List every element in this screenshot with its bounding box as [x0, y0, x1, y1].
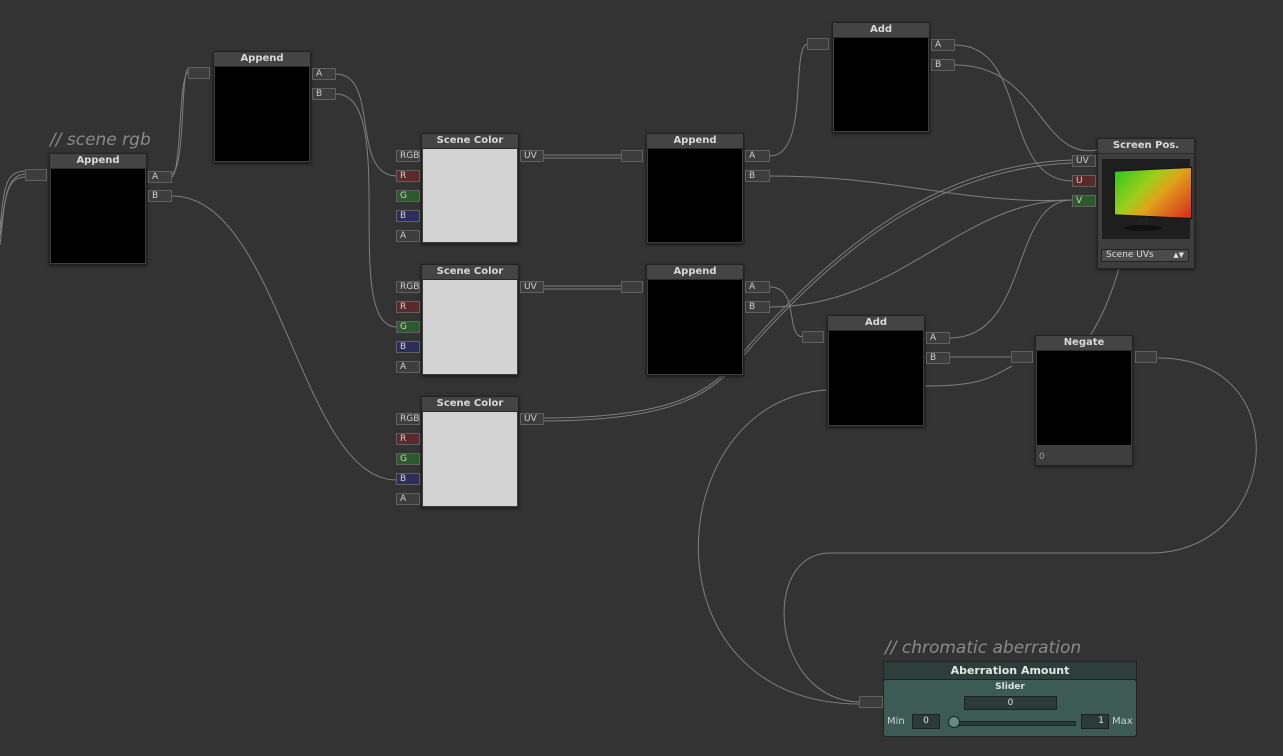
- negate-node[interactable]: Negate 0: [1035, 335, 1133, 466]
- min-field[interactable]: 0: [912, 714, 940, 729]
- slider-output-port[interactable]: [859, 696, 883, 708]
- node-preview: [648, 280, 742, 374]
- output-port-b[interactable]: B: [931, 59, 955, 71]
- node-title: Negate: [1036, 336, 1132, 351]
- node-title: Scene Color: [422, 134, 518, 149]
- output-port-v[interactable]: V: [1072, 195, 1096, 207]
- output-port-a[interactable]: A: [745, 281, 770, 293]
- node-title: Screen Pos.: [1098, 139, 1194, 154]
- slider-type-label: Slider: [995, 682, 1025, 692]
- slider-knob[interactable]: [948, 716, 960, 728]
- max-field[interactable]: 1: [1081, 714, 1109, 729]
- input-port-rgb[interactable]: RGB: [396, 413, 420, 425]
- monitor-stand: [1138, 219, 1148, 227]
- input-port-g[interactable]: G: [396, 321, 420, 333]
- input-port-a[interactable]: A: [396, 361, 420, 373]
- node-preview: [423, 149, 517, 242]
- node-preview: [51, 169, 145, 263]
- monitor-icon: [1102, 159, 1193, 239]
- output-port-b[interactable]: B: [745, 170, 770, 182]
- slider-value-field[interactable]: 0: [964, 696, 1057, 710]
- node-title: Append: [50, 154, 146, 169]
- monitor-screen: [1114, 166, 1193, 220]
- node-title: Add: [828, 316, 924, 331]
- input-port[interactable]: [621, 281, 643, 293]
- updown-arrow-icon: ▲▼: [1173, 251, 1184, 259]
- aberration-amount-node[interactable]: Aberration Amount Slider 0 Min 0 1 Max: [883, 661, 1137, 737]
- node-preview: [829, 331, 923, 425]
- output-port-a[interactable]: A: [745, 150, 770, 162]
- node-preview: [648, 149, 742, 242]
- input-port-r[interactable]: R: [396, 170, 420, 182]
- dropdown-value: Scene UVs: [1106, 250, 1154, 260]
- output-port-uv[interactable]: UV: [520, 281, 544, 293]
- output-port[interactable]: [1135, 351, 1157, 363]
- output-port-b[interactable]: B: [745, 301, 770, 313]
- input-port[interactable]: [621, 150, 643, 162]
- input-port[interactable]: [25, 169, 47, 181]
- min-label: Min: [887, 716, 905, 727]
- node-preview: [834, 38, 928, 131]
- slider-track[interactable]: [950, 721, 1076, 726]
- screen-pos-node[interactable]: Screen Pos. Scene UVs ▲▼: [1097, 138, 1195, 269]
- input-port[interactable]: [807, 38, 829, 50]
- uv-mode-dropdown[interactable]: Scene UVs ▲▼: [1101, 249, 1189, 262]
- append-node-1[interactable]: Append: [49, 153, 147, 265]
- node-preview: [423, 412, 517, 506]
- output-port-a[interactable]: A: [926, 332, 950, 344]
- output-port-uv[interactable]: UV: [520, 413, 544, 425]
- output-port-a[interactable]: A: [931, 39, 955, 51]
- scene-color-node-3[interactable]: Scene Color: [421, 396, 519, 508]
- input-port[interactable]: [802, 331, 824, 343]
- node-preview: [1037, 351, 1131, 445]
- input-port-b[interactable]: B: [396, 210, 420, 222]
- node-title: Add: [833, 23, 929, 38]
- input-port-a[interactable]: A: [396, 493, 420, 505]
- output-port-a[interactable]: A: [312, 68, 336, 80]
- output-port-b[interactable]: B: [926, 352, 950, 364]
- input-port-rgb[interactable]: RGB: [396, 281, 420, 293]
- output-port-uv[interactable]: UV: [520, 150, 544, 162]
- scene-color-node-1[interactable]: Scene Color: [421, 133, 519, 244]
- negate-value: 0: [1039, 452, 1045, 462]
- node-preview: [215, 67, 309, 161]
- input-port[interactable]: [1011, 351, 1033, 363]
- input-port-g[interactable]: G: [396, 453, 420, 465]
- comment-chromatic-aberration: // chromatic aberration: [885, 638, 1082, 658]
- slider-title: Aberration Amount: [883, 661, 1137, 680]
- node-title: Append: [647, 265, 743, 280]
- append-node-2[interactable]: Append: [213, 51, 311, 163]
- output-port-a[interactable]: A: [148, 171, 172, 183]
- append-node-3[interactable]: Append: [646, 133, 744, 244]
- output-port-b[interactable]: B: [148, 190, 172, 202]
- node-title: Scene Color: [422, 265, 518, 280]
- node-title: Append: [647, 134, 743, 149]
- max-label: Max: [1112, 716, 1133, 727]
- output-port-uv[interactable]: UV: [1072, 155, 1096, 167]
- input-port[interactable]: [188, 67, 210, 79]
- input-port-b[interactable]: B: [396, 473, 420, 485]
- node-preview: [423, 280, 517, 374]
- add-node-2[interactable]: Add: [827, 315, 925, 427]
- output-port-b[interactable]: B: [312, 88, 336, 100]
- comment-scene-rgb: // scene rgb: [50, 130, 151, 150]
- node-title: Scene Color: [422, 397, 518, 412]
- input-port-g[interactable]: G: [396, 190, 420, 202]
- input-port-rgb[interactable]: RGB: [396, 150, 420, 162]
- output-port-u[interactable]: U: [1072, 175, 1096, 187]
- monitor-base: [1124, 225, 1162, 231]
- add-node-1[interactable]: Add: [832, 22, 930, 133]
- append-node-4[interactable]: Append: [646, 264, 744, 376]
- scene-color-node-2[interactable]: Scene Color: [421, 264, 519, 376]
- input-port-b[interactable]: B: [396, 341, 420, 353]
- input-port-r[interactable]: R: [396, 301, 420, 313]
- node-title: Append: [214, 52, 310, 67]
- input-port-r[interactable]: R: [396, 433, 420, 445]
- input-port-a[interactable]: A: [396, 230, 420, 242]
- slider-box: Slider 0 Min 0 1 Max: [883, 679, 1137, 737]
